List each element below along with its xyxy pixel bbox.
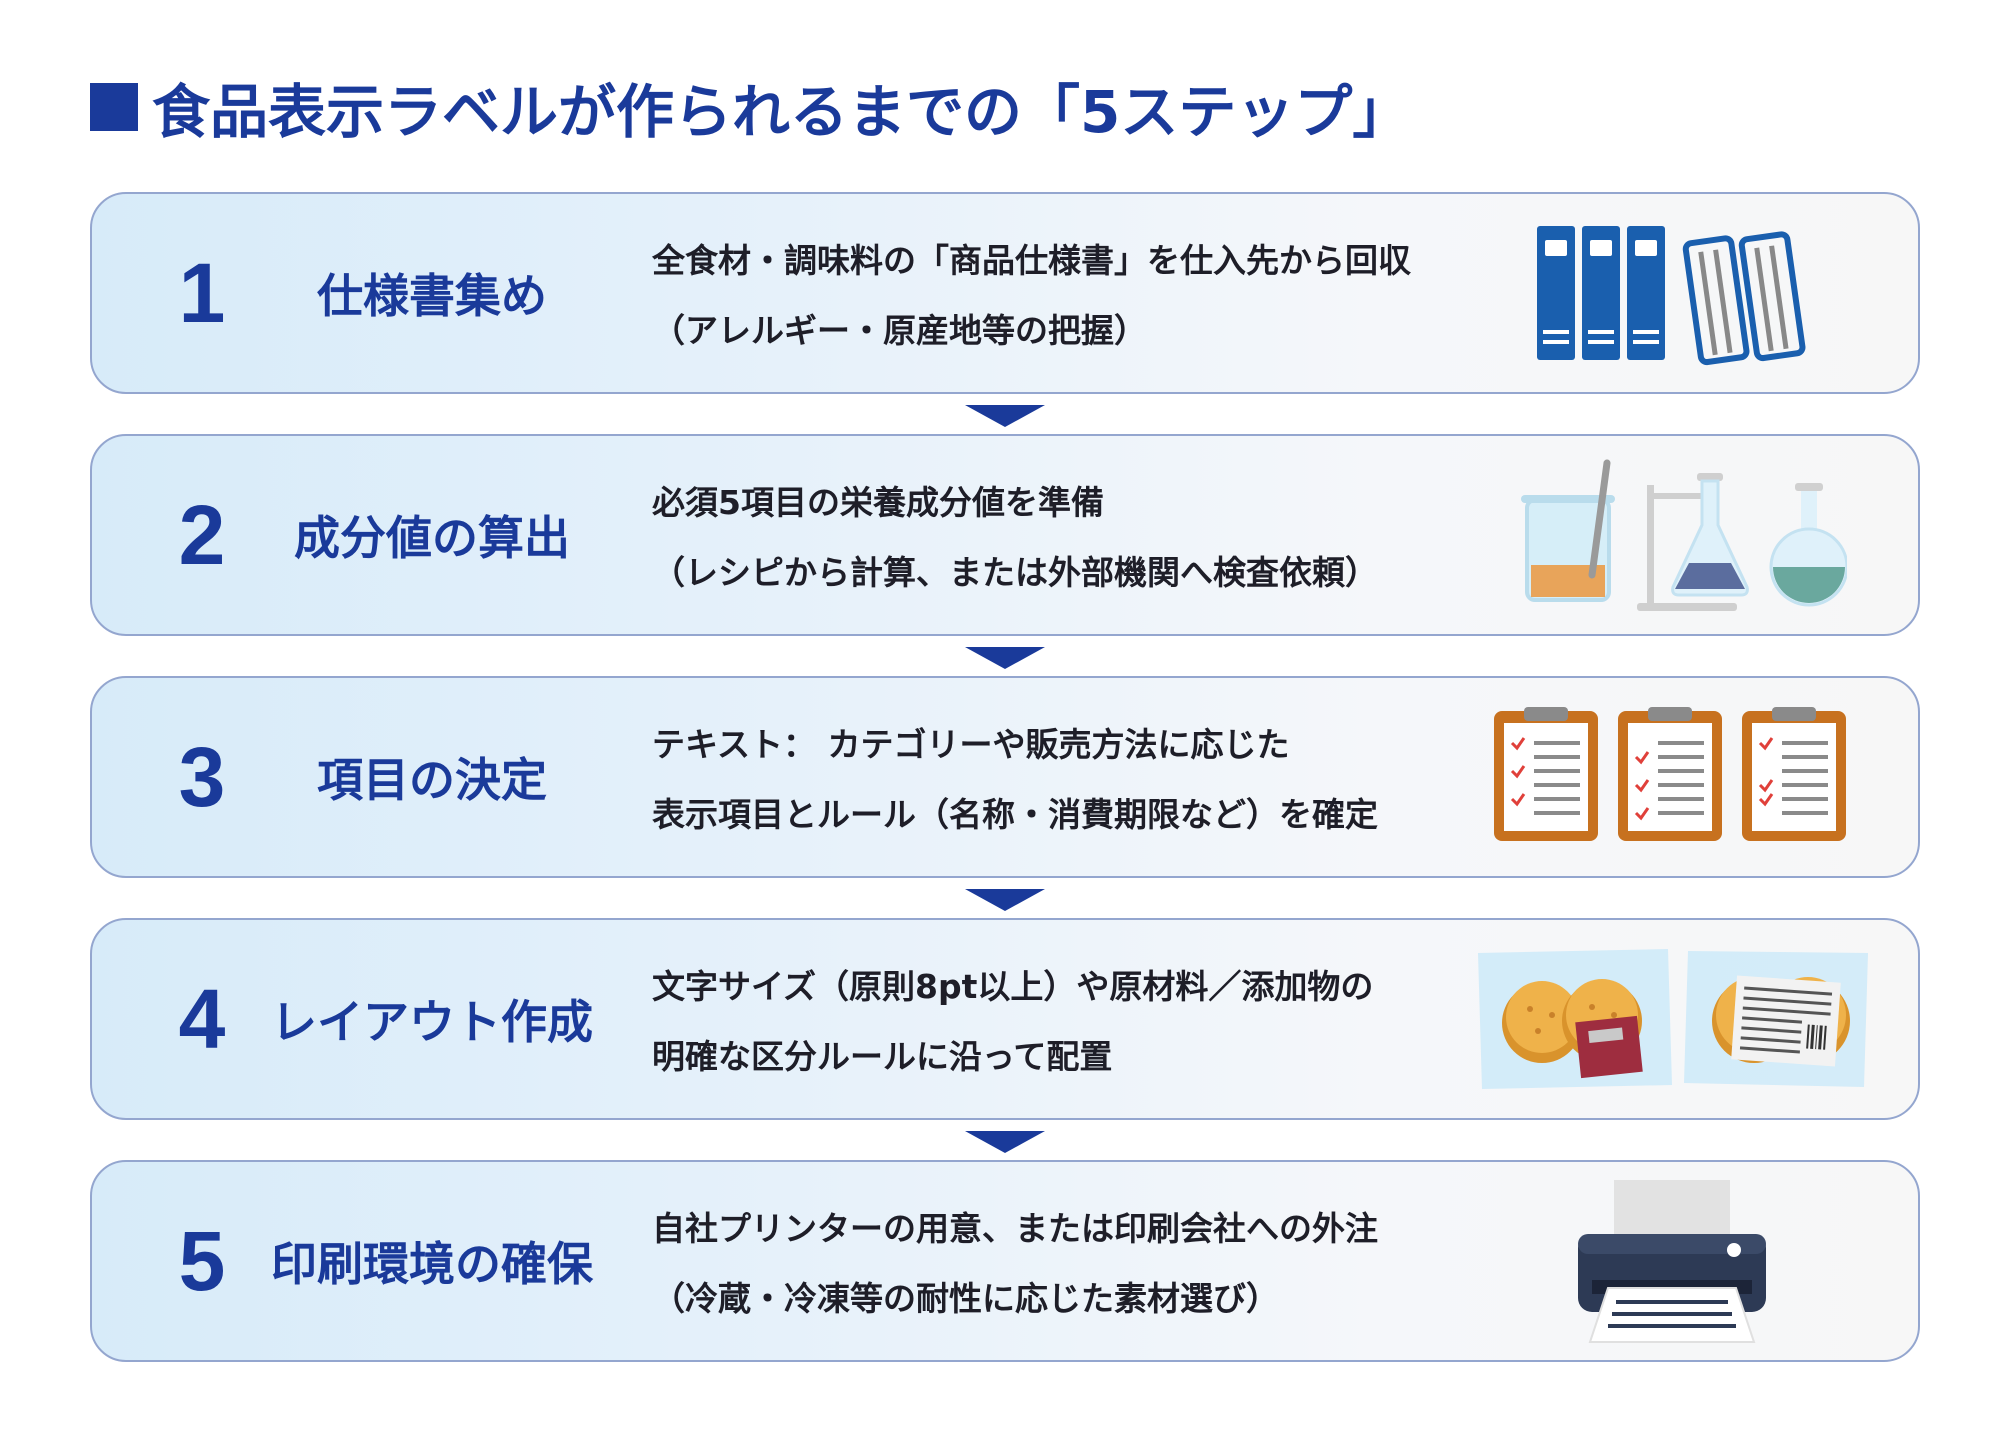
step-card-4: 4 レイアウト作成 文字サイズ（原則8pt以上）や原材料／添加物の 明確な区分ル… <box>90 918 1920 1120</box>
step-number: 3 <box>178 729 226 824</box>
step-description-line: 全食材・調味料の「商品仕様書」を仕入先から回収 <box>652 241 1411 280</box>
step-card-1: 1 仕様書集め 全食材・調味料の「商品仕様書」を仕入先から回収 （アレルギー・原… <box>90 192 1920 394</box>
down-arrow-icon <box>965 405 1045 427</box>
step-description: 全食材・調味料の「商品仕様書」を仕入先から回収 （アレルギー・原産地等の把握） <box>652 194 1532 392</box>
step-number: 5 <box>178 1213 226 1308</box>
clipboard-checklist-icon <box>1472 678 1872 876</box>
binders-icon <box>1472 194 1872 392</box>
step-description-line: 明確な区分ルールに沿って配置 <box>652 1037 1113 1076</box>
step-description: 自社プリンターの用意、または印刷会社への外注 （冷蔵・冷凍等の耐性に応じた素材選… <box>652 1162 1532 1360</box>
step-number: 4 <box>178 971 226 1066</box>
step-description: テキスト： カテゴリーや販売方法に応じた 表示項目とルール（名称・消費期限など）… <box>652 678 1532 876</box>
step-description-line: 文字サイズ（原則8pt以上）や原材料／添加物の <box>652 967 1374 1006</box>
step-title: レイアウト作成 <box>271 995 593 1049</box>
step-title: 印刷環境の確保 <box>271 1237 593 1291</box>
down-arrow-icon <box>965 647 1045 669</box>
step-description-line: （レシピから計算、または外部機関へ検査依頼） <box>652 553 1378 592</box>
step-number: 1 <box>178 245 226 340</box>
step-title: 項目の決定 <box>317 753 547 807</box>
lab-glassware-icon <box>1472 436 1872 634</box>
step-description-line: 自社プリンターの用意、または印刷会社への外注 <box>652 1209 1378 1248</box>
step-description: 必須5項目の栄養成分値を準備 （レシピから計算、または外部機関へ検査依頼） <box>652 436 1532 634</box>
page-title: 食品表示ラベルが作られるまでの「5ステップ」 <box>90 62 1410 152</box>
down-arrow-icon <box>965 1131 1045 1153</box>
step-description-line: （冷蔵・冷凍等の耐性に応じた素材選び） <box>652 1279 1279 1318</box>
printer-icon <box>1472 1162 1872 1360</box>
step-description-line: 必須5項目の栄養成分値を準備 <box>652 483 1104 522</box>
step-card-5: 5 印刷環境の確保 自社プリンターの用意、または印刷会社への外注 （冷蔵・冷凍等… <box>90 1160 1920 1362</box>
title-square-icon <box>90 83 138 131</box>
down-arrow-icon <box>965 889 1045 911</box>
step-title: 成分値の算出 <box>294 511 570 565</box>
step-description-line: 表示項目とルール（名称・消費期限など）を確定 <box>652 795 1378 834</box>
step-number: 2 <box>178 487 226 582</box>
step-description-line: テキスト： カテゴリーや販売方法に応じた <box>652 725 1290 764</box>
packaged-cookies-icon <box>1472 920 1872 1118</box>
step-card-3: 3 項目の決定 テキスト： カテゴリーや販売方法に応じた 表示項目とルール（名称… <box>90 676 1920 878</box>
step-card-2: 2 成分値の算出 必須5項目の栄養成分値を準備 （レシピから計算、または外部機関… <box>90 434 1920 636</box>
step-description-line: （アレルギー・原産地等の把握） <box>652 311 1147 350</box>
step-description: 文字サイズ（原則8pt以上）や原材料／添加物の 明確な区分ルールに沿って配置 <box>652 920 1532 1118</box>
page-title-text: 食品表示ラベルが作られるまでの「5ステップ」 <box>152 78 1411 146</box>
step-title: 仕様書集め <box>317 269 547 323</box>
